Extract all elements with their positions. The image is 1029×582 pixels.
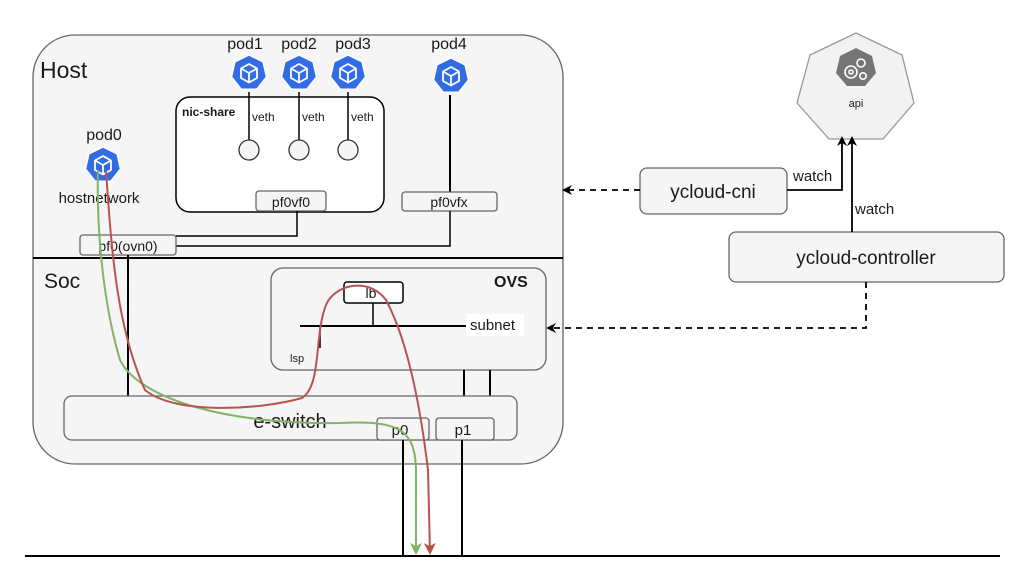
green-traffic-flow bbox=[96, 169, 422, 555]
pod1-label: pod1 bbox=[227, 36, 263, 53]
subnet-label: subnet bbox=[470, 317, 516, 334]
veth-label: veth bbox=[351, 110, 374, 124]
ovs-box bbox=[270, 267, 547, 371]
nic-share-box bbox=[175, 96, 385, 213]
pf0vf0-port bbox=[255, 190, 327, 212]
soc-label: Soc bbox=[44, 270, 80, 293]
pod0-label: pod0 bbox=[86, 127, 122, 144]
gears-glyph bbox=[844, 58, 867, 81]
veth-label: veth bbox=[252, 110, 275, 124]
host-label: Host bbox=[40, 57, 88, 83]
veth-endpoint bbox=[288, 139, 310, 161]
veth-label: veth bbox=[302, 110, 325, 124]
pod3-icon bbox=[329, 54, 367, 91]
ovs-label: OVS bbox=[494, 274, 528, 291]
controller-to-ovs-arrow bbox=[546, 282, 867, 333]
ycloud-cni-label: ycloud-cni bbox=[670, 182, 756, 203]
red-traffic-flow bbox=[105, 169, 436, 555]
nic-share-label: nic-share bbox=[182, 105, 236, 119]
cni-watch-arrow bbox=[787, 136, 847, 191]
ycloud-controller-label: ycloud-controller bbox=[796, 248, 936, 269]
pod0-icon bbox=[84, 146, 122, 183]
pf0vf0-label: pf0vf0 bbox=[272, 194, 310, 210]
p1-label: p1 bbox=[455, 422, 472, 439]
watch-label: watch bbox=[792, 168, 832, 185]
watch-label: watch bbox=[854, 201, 894, 218]
pod1-icon bbox=[230, 54, 268, 91]
veth-endpoint bbox=[238, 139, 260, 161]
lb-label: lb bbox=[366, 285, 377, 301]
pod4-icon bbox=[432, 57, 470, 94]
p1-port bbox=[435, 417, 495, 441]
pod4-label: pod4 bbox=[431, 36, 467, 53]
api-label: api bbox=[849, 98, 864, 110]
hostnetwork-label: hostnetwork bbox=[59, 190, 140, 207]
veth-endpoint bbox=[337, 139, 359, 161]
lsp-label: lsp bbox=[290, 353, 304, 365]
pod2-icon bbox=[280, 54, 318, 91]
pf0-ovn0-label: pf0(ovn0) bbox=[98, 238, 157, 254]
pod2-label: pod2 bbox=[281, 36, 317, 53]
ycloud-cni-box bbox=[639, 167, 788, 215]
pf0vfx-label: pf0vfx bbox=[430, 194, 467, 210]
pod3-label: pod3 bbox=[335, 36, 371, 53]
